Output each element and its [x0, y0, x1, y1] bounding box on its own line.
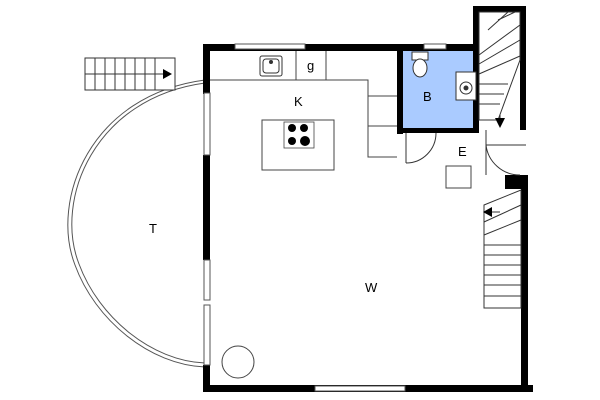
window-left-1 [203, 92, 211, 156]
window-bottom [314, 385, 406, 392]
window-left-3 [203, 304, 211, 366]
room-label-w: W [365, 280, 378, 295]
terrace-stairs-icon [84, 57, 176, 91]
window-top [234, 43, 306, 50]
round-table-icon [221, 345, 255, 379]
window-left-2 [203, 259, 211, 301]
door-entrance [485, 130, 526, 176]
upper-stairs-icon [478, 11, 521, 128]
room-label-k: K [294, 94, 303, 109]
room-label-e: E [458, 144, 467, 159]
terrace-outline [67, 79, 206, 368]
window-bath [423, 43, 447, 50]
room-label-g: g [307, 58, 314, 73]
stove-icon [261, 119, 335, 171]
sink-icon [259, 55, 283, 77]
room-label-t: T [149, 221, 157, 236]
entrance-cabinet [445, 165, 472, 189]
shower-icon [455, 71, 477, 101]
kitchen-counter [210, 51, 397, 158]
lower-stairs-icon [483, 189, 522, 309]
windows [203, 43, 447, 392]
room-label-b: B [423, 89, 432, 104]
door-bathroom [405, 132, 437, 164]
toilet-icon [411, 51, 429, 78]
